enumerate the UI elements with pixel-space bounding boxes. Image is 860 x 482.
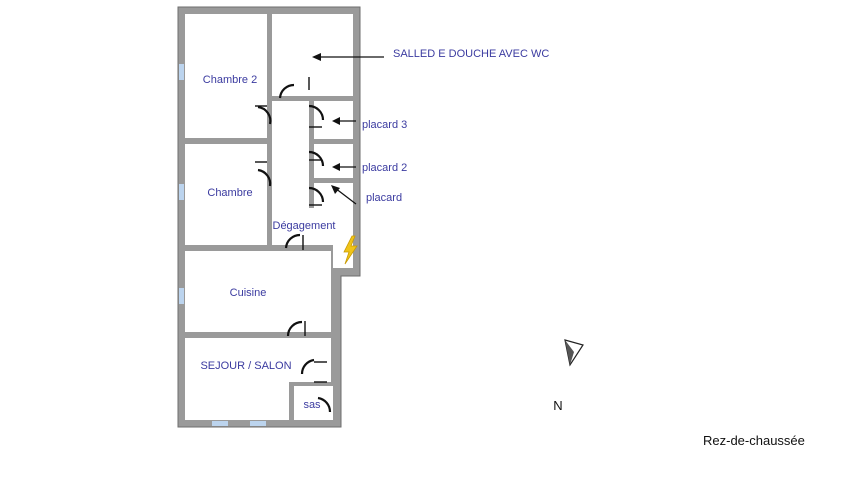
window-sejour-2 (250, 421, 266, 426)
room-labels: Chambre 2 Chambre Dégagement Cuisine SEJ… (200, 74, 335, 411)
label-chambre: Chambre (207, 187, 252, 199)
level-name: Rez-de-chaussée (703, 433, 805, 448)
annotation-labels: SALLED E DOUCHE AVEC WC placard 3 placar… (362, 48, 549, 204)
arrowhead (332, 163, 340, 171)
window-chambre (179, 184, 184, 200)
door-jambs (255, 77, 327, 383)
door-salle-douche (278, 83, 295, 99)
label-placard-3: placard 3 (362, 119, 407, 131)
north-arrow-shade (565, 340, 574, 365)
door-chambre-2 (257, 105, 272, 125)
label-cuisine: Cuisine (230, 287, 267, 299)
door-chambre (257, 168, 272, 187)
arrowhead (312, 53, 321, 61)
windows (179, 64, 266, 426)
label-salle-douche: SALLED E DOUCHE AVEC WC (393, 48, 549, 60)
arrowhead (331, 185, 340, 194)
label-placard: placard (366, 192, 402, 204)
floor-chambre (185, 144, 267, 245)
floor-placard-2 (314, 144, 353, 178)
room-floors (185, 14, 353, 420)
floor-salle-douche (272, 14, 353, 96)
door-placard-2 (308, 150, 325, 167)
window-sejour-1 (212, 421, 228, 426)
floor-placard-3 (314, 101, 353, 139)
arrowhead (332, 117, 340, 125)
label-sas: sas (303, 399, 321, 411)
door-sejour-sas (300, 358, 315, 375)
door-cuisine-sejour (286, 320, 303, 337)
compass-north-label: N (553, 398, 562, 413)
floor-sejour-upper (185, 338, 331, 382)
floor-degagement (272, 101, 353, 268)
doors (257, 83, 332, 413)
arrow-placard (334, 187, 357, 205)
window-cuisine (179, 288, 184, 304)
label-placard-2: placard 2 (362, 162, 407, 174)
floor-chambre-2 (185, 14, 267, 138)
floor-cuisine (185, 251, 331, 332)
door-placard (308, 186, 325, 203)
compass: N (553, 339, 584, 413)
label-chambre-2: Chambre 2 (203, 74, 257, 86)
window-chambre-2 (179, 64, 184, 80)
lightning-bolt-icon (343, 235, 358, 265)
door-degagement-cuisine (284, 233, 301, 249)
door-sas-entree (317, 396, 332, 413)
arrowheads (312, 53, 340, 194)
label-degagement: Dégagement (273, 220, 336, 232)
door-placard-3 (308, 104, 325, 121)
label-sejour-salon: SEJOUR / SALON (200, 360, 291, 372)
